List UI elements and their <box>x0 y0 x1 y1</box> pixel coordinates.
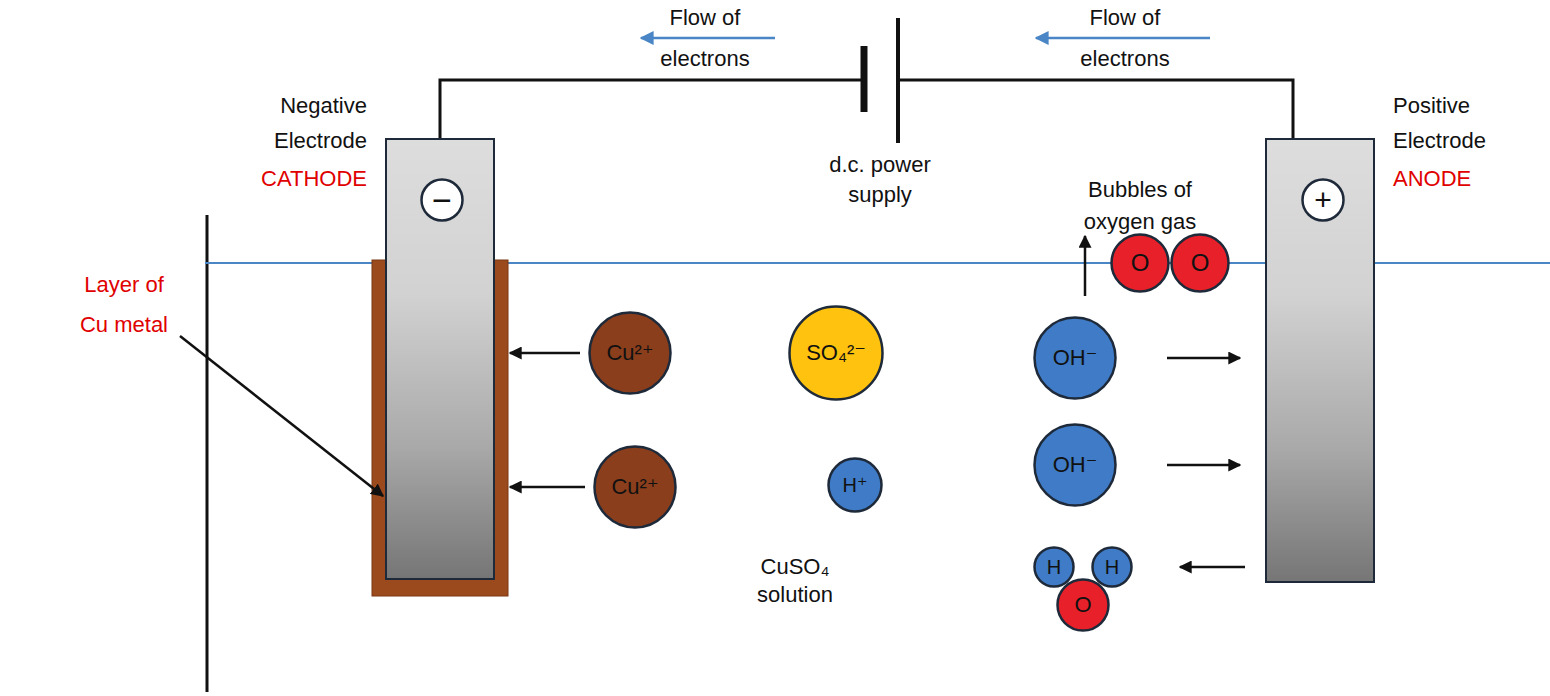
electrode-label: Negative Electrode <box>242 88 367 158</box>
circle-fill <box>829 459 882 512</box>
battery-negative-plate <box>861 46 868 112</box>
ion-movement-arrow <box>510 352 580 355</box>
hydrogen-atom: H <box>1033 546 1075 588</box>
circle-fill <box>1035 318 1116 399</box>
electron-flow-arrow <box>641 37 775 40</box>
circle-fill <box>1303 180 1344 221</box>
electrode-role: CATHODE <box>242 166 367 192</box>
ion-symbol: O <box>1191 251 1210 275</box>
wire <box>440 80 862 138</box>
hydroxide-ion: OH⁻ <box>1033 316 1117 400</box>
ion-symbol: O <box>1074 594 1091 616</box>
oxygen-atom: O <box>1056 578 1110 632</box>
copper-ion: Cu²⁺ <box>593 445 677 529</box>
ion-symbol: Cu²⁺ <box>611 476 658 498</box>
oxygen-atom: O <box>1170 233 1230 293</box>
oxygen-atom: O <box>1110 233 1170 293</box>
circle-fill <box>1035 425 1116 506</box>
circle-fill <box>1093 548 1132 587</box>
rising-arrow <box>1084 236 1087 296</box>
beaker-wall <box>206 215 209 692</box>
circle-fill <box>1112 235 1169 292</box>
circle-fill <box>1172 235 1229 292</box>
ion-symbol: OH⁻ <box>1053 454 1098 476</box>
anode-electrode: Positive ElectrodeANODE+ <box>1265 138 1375 583</box>
electrode-label: Positive Electrode <box>1393 88 1518 158</box>
polarity-sign: + <box>1301 178 1345 222</box>
ion-symbol: − <box>432 183 452 217</box>
electrode-role: ANODE <box>1393 166 1518 192</box>
wire <box>898 80 1293 138</box>
ion-symbol: O <box>1131 251 1150 275</box>
copper-ion: Cu²⁺ <box>588 311 672 395</box>
flow-label: Flow of electrons <box>645 0 765 79</box>
circle-fill <box>595 447 676 528</box>
ion-movement-arrow <box>1167 464 1240 467</box>
ion-symbol: + <box>1314 185 1332 215</box>
polarity-sign: − <box>420 178 464 222</box>
ion-symbol: SO₄²⁻ <box>806 342 866 364</box>
ion-movement-arrow <box>1180 566 1245 569</box>
ion-symbol: H <box>1047 557 1061 577</box>
ion-symbol: H <box>1105 557 1119 577</box>
sulfate-ion: SO₄²⁻ <box>788 305 884 401</box>
leader-line <box>180 336 383 496</box>
gas-label: Bubbles of oxygen gas <box>1070 174 1210 238</box>
ion-symbol: Cu²⁺ <box>606 342 653 364</box>
hydrogen-ion: H⁺ <box>827 457 883 513</box>
hydroxide-ion: OH⁻ <box>1033 423 1117 507</box>
battery-positive-plate <box>896 18 900 143</box>
solution-label: CuSO₄ solution <box>745 553 845 609</box>
circle-fill <box>422 180 463 221</box>
flow-label: Flow of electrons <box>1065 0 1185 79</box>
ion-symbol: OH⁻ <box>1053 347 1098 369</box>
cathode-electrode: Negative ElectrodeCATHODE− <box>385 138 495 580</box>
circle-fill <box>590 313 671 394</box>
layer-label: Layer of Cu metal <box>70 265 178 345</box>
ion-symbol: H⁺ <box>843 475 868 495</box>
ion-movement-arrow <box>510 486 585 489</box>
circle-fill <box>1058 580 1109 631</box>
hydrogen-atom: H <box>1091 546 1133 588</box>
circle-fill <box>790 307 883 400</box>
power-supply-label: d.c. power supply <box>815 150 945 210</box>
electron-flow-arrow <box>1036 37 1210 40</box>
ion-movement-arrow <box>1167 357 1240 360</box>
circle-fill <box>1035 548 1074 587</box>
